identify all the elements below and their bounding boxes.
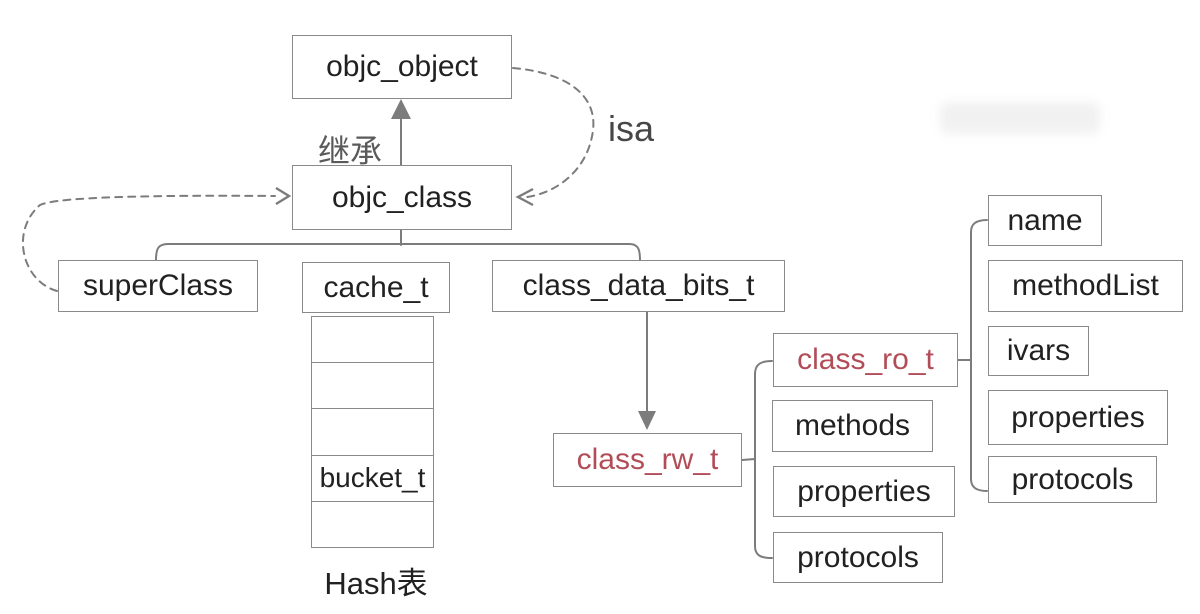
data-bits-arrowhead bbox=[638, 411, 656, 430]
hash-table-row bbox=[312, 317, 433, 364]
node-cache-t: cache_t bbox=[302, 262, 450, 313]
hash-table-row-bucket: bucket_t bbox=[312, 456, 433, 502]
rw-brace bbox=[754, 360, 773, 559]
node-objc-object: objc_object bbox=[292, 35, 512, 99]
node-ro-methodlist: methodList bbox=[988, 260, 1183, 312]
hash-table-caption: Hash表 bbox=[324, 566, 428, 601]
superclass-arrowhead bbox=[275, 186, 292, 206]
node-objc-class: objc_class bbox=[292, 165, 512, 230]
isa-arrowhead bbox=[515, 187, 534, 207]
node-ro-name: name bbox=[988, 195, 1102, 246]
hash-table-row bbox=[312, 409, 433, 456]
inheritance-arrowhead bbox=[391, 99, 411, 119]
node-ro-protocols: protocols bbox=[988, 456, 1157, 503]
node-rw-protocols: protocols bbox=[773, 532, 943, 583]
node-superclass: superClass bbox=[58, 260, 258, 312]
superclass-dashed-curve bbox=[22, 194, 276, 292]
isa-dashed-curve bbox=[512, 67, 595, 198]
node-class-data-bits-t: class_data_bits_t bbox=[492, 260, 785, 312]
node-rw-methods: methods bbox=[772, 400, 933, 452]
rw-brace-stub bbox=[741, 458, 756, 461]
isa-label: isa bbox=[608, 108, 655, 149]
node-ro-ivars: ivars bbox=[988, 326, 1089, 376]
node-class-ro-t: class_ro_t bbox=[773, 333, 958, 387]
inheritance-label: 继承 bbox=[318, 133, 383, 169]
cache-hash-table: bucket_t bbox=[311, 316, 434, 548]
tree-connector bbox=[155, 243, 641, 261]
node-ro-properties: properties bbox=[988, 390, 1168, 445]
ro-brace bbox=[970, 219, 988, 492]
hash-table-row bbox=[312, 363, 433, 410]
node-rw-properties: properties bbox=[773, 466, 955, 517]
hash-table-row bbox=[312, 502, 433, 547]
node-class-rw-t: class_rw_t bbox=[553, 433, 742, 487]
watermark-smudge bbox=[940, 102, 1100, 134]
